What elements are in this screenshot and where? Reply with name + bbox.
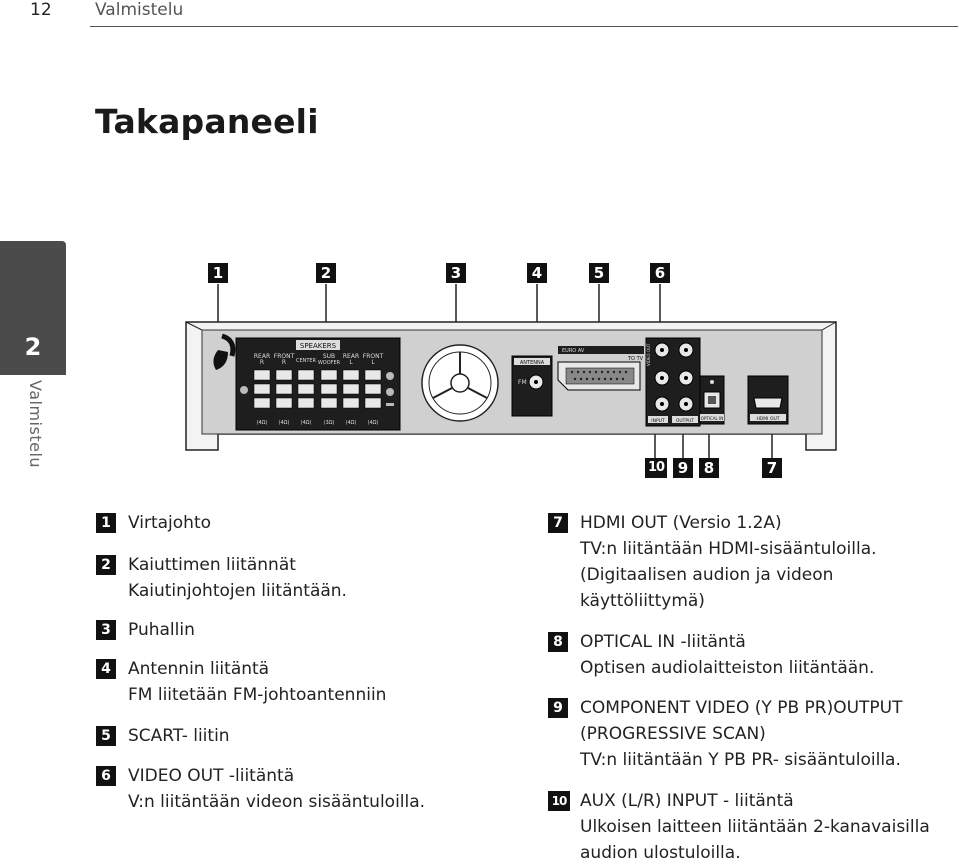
item-desc: TV:n liitäntään HDMI-sisääntuloilla. xyxy=(580,539,877,559)
rear-l-sub: L xyxy=(349,359,353,366)
item-number: 1 xyxy=(96,513,116,533)
front-l-label: FRONT xyxy=(363,353,384,360)
item-desc: V:n liitäntään videon sisääntuloilla. xyxy=(128,792,426,812)
item-title: VIDEO OUT -liitäntä xyxy=(128,766,295,786)
minus-icon xyxy=(386,403,394,406)
item-desc: (Digitaalisen audion ja videon xyxy=(580,565,834,585)
item-number: 4 xyxy=(96,659,116,679)
item-desc: Ulkoisen laitteen liitäntään 2-kanavaisi… xyxy=(580,817,930,837)
item-number: 5 xyxy=(96,726,116,746)
sub-label: SUB xyxy=(323,353,335,360)
item-desc: Kaiutinjohtojen liitäntään. xyxy=(128,581,347,601)
front-l-sub: L xyxy=(371,359,375,366)
item-title: SCART- liitin xyxy=(128,726,230,746)
antenna-label: ANTENNA xyxy=(520,360,545,366)
item-desc: käyttöliittymä) xyxy=(580,591,705,611)
item-title: OPTICAL IN -liitäntä xyxy=(580,632,746,652)
item-number: 9 xyxy=(548,698,568,718)
speakers-label: SPEAKERS xyxy=(300,342,337,350)
item-title: Puhallin xyxy=(128,620,195,640)
item-title: HDMI OUT (Versio 1.2A) xyxy=(580,513,782,533)
item-desc: FM liitetään FM-johtoantenniin xyxy=(128,685,387,705)
optical-in-label: OPTICAL IN xyxy=(701,416,723,421)
rear-l-label: REAR xyxy=(343,353,359,360)
rear-r-sub: R xyxy=(260,359,264,366)
header-rule xyxy=(90,26,958,27)
item-number: 3 xyxy=(96,620,116,640)
front-r-sub: R xyxy=(282,359,286,366)
plus-icon xyxy=(386,372,394,380)
fm-label: FM xyxy=(518,379,527,386)
power-cord xyxy=(213,333,236,370)
callout-5: 5 xyxy=(589,263,609,283)
item-number: 6 xyxy=(96,766,116,786)
item-number: 10 xyxy=(548,791,570,811)
item-title: Antennin liitäntä xyxy=(128,659,270,679)
euro-av-label: EURO AV xyxy=(562,348,585,354)
page-number: 12 xyxy=(30,0,52,20)
item-title: COMPONENT VIDEO (Y PB PR)OUTPUT xyxy=(580,698,903,718)
to-tv-label: TO TV xyxy=(627,356,644,362)
rear-r-label: REAR xyxy=(254,353,270,360)
page-title: Takapaneeli xyxy=(95,102,319,141)
item-number: 7 xyxy=(548,513,568,533)
callout-8: 8 xyxy=(699,458,719,478)
section-header: Valmistelu xyxy=(95,0,184,20)
callout-1: 1 xyxy=(208,263,228,283)
speaker-terminal-block: SPEAKERS REAR R FRONT R CENTER SUB WOOFE… xyxy=(235,337,401,431)
polarity-icon xyxy=(240,386,248,394)
item-number: 2 xyxy=(96,555,116,575)
scart-connector: EURO AV TO TV xyxy=(557,346,644,391)
item-desc: audion ulostuloilla. xyxy=(580,843,741,863)
ohm-4: (3Ω) xyxy=(324,420,335,426)
item-desc: Optisen audiolaitteiston liitäntään. xyxy=(580,658,875,678)
item-title: Virtajohto xyxy=(128,513,212,533)
callout-9: 9 xyxy=(673,458,693,478)
hdmi-out-block: HDMI OUT xyxy=(747,375,789,425)
speaker-terminals xyxy=(253,369,382,409)
chapter-tab-number: 2 xyxy=(24,333,42,361)
callout-3: 3 xyxy=(446,263,466,283)
item-title: AUX (L/R) INPUT - liitäntä xyxy=(580,791,794,811)
ohm-1: (4Ω) xyxy=(257,420,268,426)
chapter-tab-label: Valmistelu xyxy=(26,380,45,469)
item-number: 8 xyxy=(548,632,568,652)
callout-2: 2 xyxy=(316,263,336,283)
av-jacks-block: VIDEO OUT INPUT OUTPUT xyxy=(645,337,701,427)
output-label: OUTPUT xyxy=(676,418,695,424)
item-desc: (PROGRESSIVE SCAN) xyxy=(580,724,766,744)
front-r-label: FRONT xyxy=(274,353,295,360)
ohm-2: (4Ω) xyxy=(279,420,290,426)
item-title: Kaiuttimen liitännät xyxy=(128,555,296,575)
input-label: INPUT xyxy=(651,418,665,424)
woofer-label: WOOFER xyxy=(318,360,341,366)
callout-6: 6 xyxy=(650,263,670,283)
center-label: CENTER xyxy=(296,358,317,364)
video-out-label: VIDEO OUT xyxy=(646,343,651,366)
chapter-tab xyxy=(0,241,66,375)
item-desc: TV:n liitäntään Y PB PR- sisääntuloilla. xyxy=(580,750,901,770)
hdmi-out-label: HDMI OUT xyxy=(756,416,779,422)
callout-10: 10 xyxy=(645,458,667,478)
fan-grille xyxy=(421,344,499,422)
callout-7: 7 xyxy=(762,458,782,478)
ohm-6: (4Ω) xyxy=(368,420,379,426)
callout-4: 4 xyxy=(527,263,547,283)
cross-icon xyxy=(386,388,394,396)
ohm-3: (4Ω) xyxy=(301,420,312,426)
optical-in-block: OPTICAL IN xyxy=(699,375,725,425)
ohm-5: (4Ω) xyxy=(346,420,357,426)
rear-panel-diagram: SPEAKERS REAR R FRONT R CENTER SUB WOOFE… xyxy=(185,284,837,458)
antenna-block: ANTENNA FM xyxy=(511,355,553,417)
